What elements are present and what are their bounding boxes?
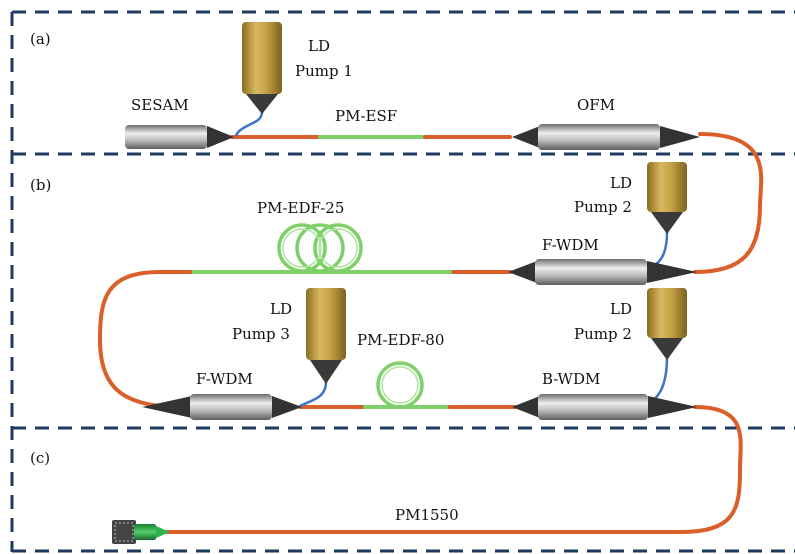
section-borders xyxy=(10,10,795,553)
label-pm-edf-80: PM-EDF-80 xyxy=(357,331,444,349)
label-f-wdm-bottom: F-WDM xyxy=(196,370,253,388)
fiber-loop-right-bottom xyxy=(678,405,743,534)
fiber-loop-left xyxy=(97,270,182,409)
b-wdm-component xyxy=(512,394,697,420)
pm-edf-25-coil xyxy=(277,223,363,273)
label-ld-pump1-line2: Pump 1 xyxy=(295,62,353,80)
section-label-c: (c) xyxy=(30,449,50,467)
pump1-fiber xyxy=(234,111,264,137)
label-b-wdm: B-WDM xyxy=(542,370,600,388)
label-ld-pump2a-line2: Pump 2 xyxy=(574,198,632,216)
ld-pump-2a xyxy=(647,162,687,234)
sesam-component xyxy=(125,125,234,149)
label-sesam: SESAM xyxy=(131,96,189,114)
ofm-component xyxy=(512,124,700,150)
fc-connector xyxy=(112,520,170,544)
pump3-fiber xyxy=(299,381,328,408)
ld-pump-2b xyxy=(647,288,687,360)
ld-pump-1 xyxy=(242,22,282,114)
section-label-a: (a) xyxy=(30,30,51,48)
label-ld-pump2b-line1: LD xyxy=(610,300,632,318)
label-ofm: OFM xyxy=(577,96,615,114)
label-pm1550: PM1550 xyxy=(395,506,459,524)
label-pm-edf-25: PM-EDF-25 xyxy=(257,199,344,217)
pm-edf-80-coil xyxy=(376,361,424,409)
f-wdm-top-component xyxy=(508,259,697,285)
f-wdm-bottom-component xyxy=(142,394,302,420)
label-ld-pump3-line2: Pump 3 xyxy=(232,325,290,343)
label-ld-pump2b-line2: Pump 2 xyxy=(574,325,632,343)
section-label-b: (b) xyxy=(30,176,51,194)
fiber-loop-right-top xyxy=(693,132,764,274)
ld-pump-3 xyxy=(306,288,346,384)
label-ld-pump3-line1: LD xyxy=(270,300,292,318)
label-ld-pump1-line1: LD xyxy=(308,37,330,55)
labels: LD Pump 1 SESAM PM-ESF OFM LD Pump 2 PM-… xyxy=(131,37,632,524)
label-ld-pump2a-line1: LD xyxy=(610,174,632,192)
label-f-wdm-top: F-WDM xyxy=(542,236,599,254)
label-pm-esf: PM-ESF xyxy=(335,107,397,125)
